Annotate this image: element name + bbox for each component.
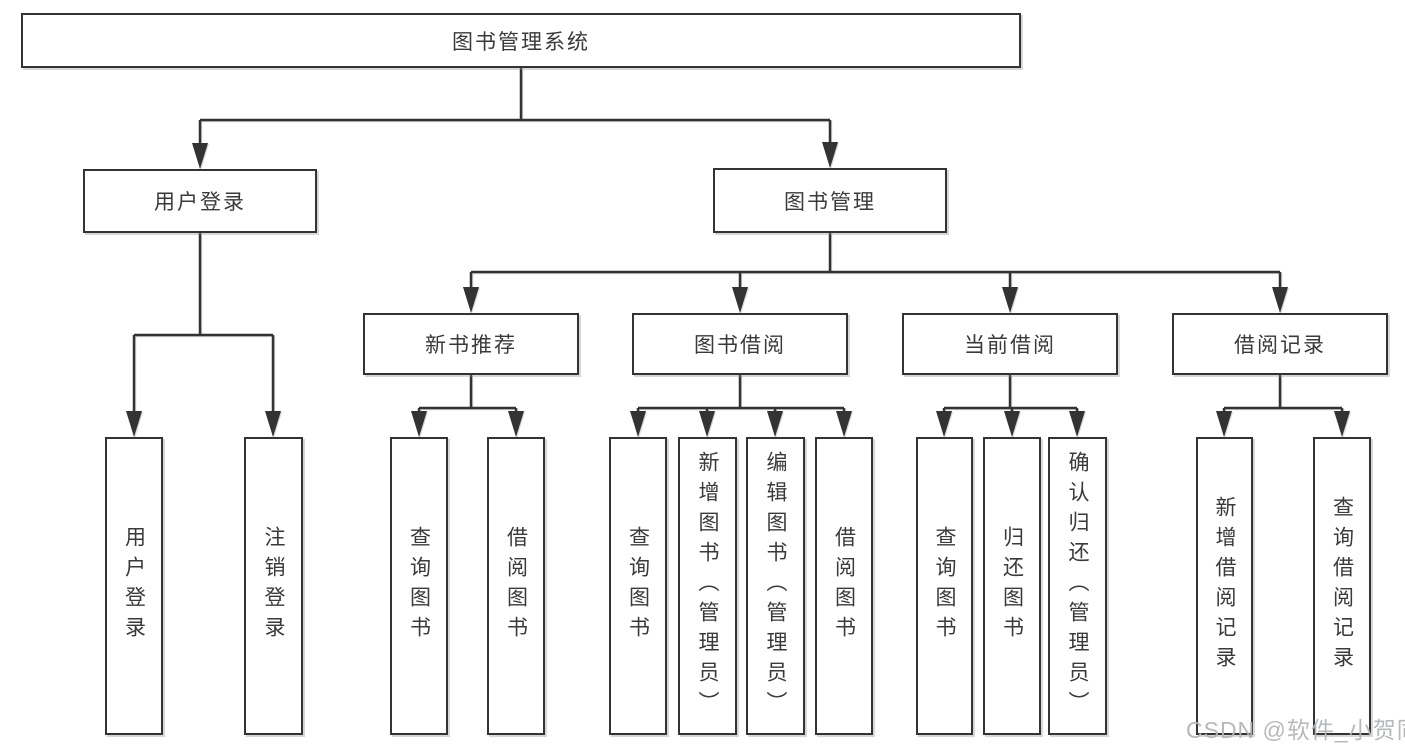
leaf-query-books-current: 查询图书 (916, 437, 973, 735)
node-root-label: 图书管理系统 (452, 30, 590, 54)
leaf-borrow-books-borrowing-label: 借阅图书 (832, 526, 856, 646)
leaf-add-book-admin-label: 新增图书（管理员） (696, 451, 719, 721)
leaf-return-book: 归还图书 (983, 437, 1041, 735)
node-new-book-recommend: 新书推荐 (363, 313, 579, 375)
node-book-management-label: 图书管理 (784, 190, 876, 214)
leaf-query-borrow-record: 查询借阅记录 (1313, 437, 1371, 735)
leaf-query-books-recommend-label: 查询图书 (407, 526, 431, 646)
node-current-borrowing-label: 当前借阅 (964, 334, 1056, 357)
leaf-query-books-borrowing: 查询图书 (609, 437, 667, 735)
arrowheads (126, 142, 1350, 437)
csdn-watermark: CSDN @软件_小贺同学 (1186, 717, 1405, 743)
leaf-borrow-books-recommend: 借阅图书 (487, 437, 545, 735)
leaf-add-borrow-record-label: 新增借阅记录 (1213, 496, 1236, 676)
leaf-user-login: 用户登录 (105, 437, 163, 735)
leaf-return-book-label: 归还图书 (1000, 526, 1024, 646)
leaf-user-login-label: 用户登录 (122, 526, 146, 646)
node-root: 图书管理系统 (21, 13, 1021, 68)
leaf-add-book-admin: 新增图书（管理员） (678, 437, 737, 735)
leaf-query-books-current-label: 查询图书 (933, 526, 956, 646)
leaf-query-books-recommend: 查询图书 (390, 437, 448, 735)
leaf-logout-label: 注销登录 (262, 526, 285, 646)
leaf-edit-book-admin: 编辑图书（管理员） (746, 437, 805, 735)
node-current-borrowing: 当前借阅 (902, 313, 1118, 375)
leaf-borrow-books-recommend-label: 借阅图书 (504, 526, 528, 646)
node-book-management: 图书管理 (713, 168, 947, 233)
leaf-borrow-books-borrowing: 借阅图书 (815, 437, 873, 735)
leaf-add-borrow-record: 新增借阅记录 (1196, 437, 1253, 735)
leaf-confirm-return-admin-label: 确认归还（管理员） (1066, 451, 1089, 721)
node-borrowing-records-label: 借阅记录 (1234, 334, 1326, 357)
node-user-login: 用户登录 (83, 169, 317, 233)
leaf-query-books-borrowing-label: 查询图书 (626, 526, 650, 646)
node-book-borrowing-label: 图书借阅 (694, 334, 786, 357)
leaf-query-borrow-record-label: 查询借阅记录 (1330, 496, 1354, 676)
leaf-edit-book-admin-label: 编辑图书（管理员） (764, 451, 787, 721)
leaf-confirm-return-admin: 确认归还（管理员） (1048, 437, 1107, 735)
node-book-borrowing: 图书借阅 (632, 313, 848, 375)
node-borrowing-records: 借阅记录 (1172, 313, 1388, 375)
leaf-logout: 注销登录 (244, 437, 303, 735)
node-new-book-recommend-label: 新书推荐 (425, 334, 517, 357)
node-user-login-label: 用户登录 (154, 191, 246, 214)
